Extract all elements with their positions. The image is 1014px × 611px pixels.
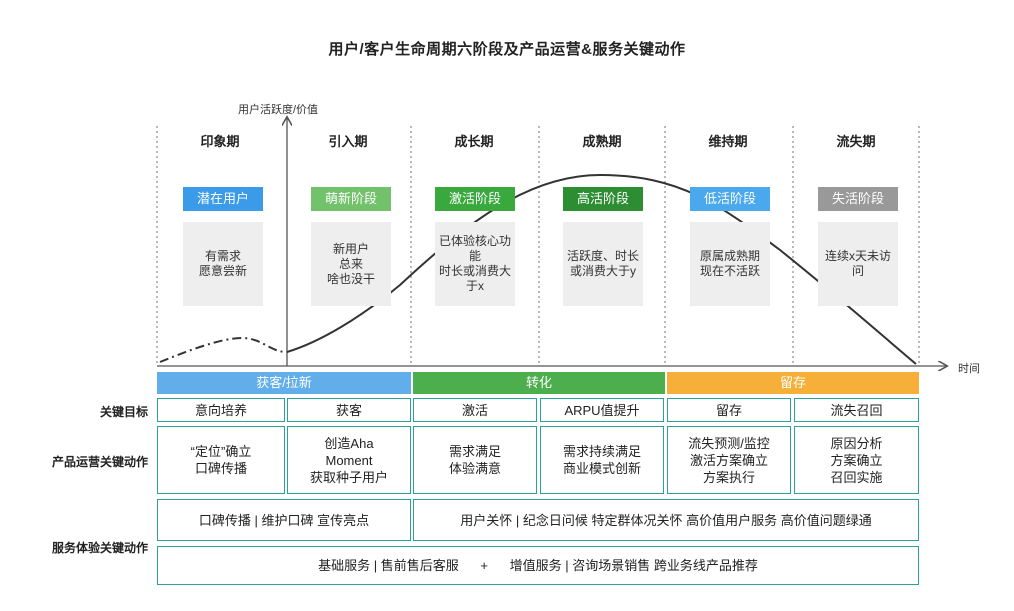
- phase-name-3: 成长期: [454, 134, 494, 149]
- phase-name-2: 引入期: [328, 134, 368, 149]
- stage-tag-low-active: 低活阶段: [690, 187, 770, 211]
- stage-desc-4: 活跃度、时长 或消费大于y: [563, 222, 643, 306]
- band-retention: 留存: [667, 372, 919, 394]
- ops-cell-5: 流失预测/监控 激活方案确立 方案执行: [667, 426, 791, 494]
- goal-cell-4: ARPU值提升: [540, 398, 664, 422]
- phase-name-6: 流失期: [836, 134, 876, 149]
- page-title: 用户/客户生命周期六阶段及产品运营&服务关键动作: [328, 41, 686, 58]
- goal-cell-1: 意向培养: [157, 398, 285, 422]
- ops-cell-3: 需求满足 体验满意: [413, 426, 537, 494]
- service-cell-basic-value-added: 基础服务 | 售前售后客服 + 增值服务 | 咨询场景销售 跨业务线产品推荐: [157, 546, 919, 585]
- phase-name-5: 维持期: [708, 134, 748, 149]
- phase-name-1: 印象期: [200, 134, 240, 149]
- ops-cell-6: 原因分析 方案确立 召回实施: [794, 426, 919, 494]
- stage-tag-newbie: 萌新阶段: [311, 187, 391, 211]
- x-axis-label: 时间: [958, 363, 980, 375]
- goal-cell-2: 获客: [287, 398, 411, 422]
- stage-desc-2: 新用户 总来 啥也没干: [311, 222, 391, 306]
- band-acquisition: 获客/拉新: [157, 372, 411, 394]
- phase-dividers: [156, 126, 920, 366]
- stage-desc-1: 有需求 愿意尝新: [183, 222, 263, 306]
- row-label-goals: 关键目标: [99, 405, 148, 419]
- stage-desc-3: 已体验核心功能 时长或消费大于x: [435, 222, 515, 306]
- stage-tag-inactive: 失活阶段: [818, 187, 898, 211]
- ops-cell-1: “定位”确立 口碑传播: [157, 426, 285, 494]
- row-label-ops: 产品运营关键动作: [51, 455, 148, 469]
- row-label-service: 服务体验关键动作: [51, 541, 148, 555]
- stage-tag-potential: 潜在用户: [183, 187, 263, 211]
- service-cell-user-care: 用户关怀 | 纪念日问候 特定群体况关怀 高价值用户服务 高价值问题绿通: [413, 499, 919, 541]
- phase-name-4: 成熟期: [582, 134, 622, 149]
- stage-desc-5: 原属成熟期 现在不活跃: [690, 222, 770, 306]
- y-axis-label: 用户活跃度/价值: [238, 104, 319, 116]
- stage-desc-6: 连续x天未访问: [818, 222, 898, 306]
- curve-dashed-segment: [159, 336, 288, 363]
- goal-cell-3: 激活: [413, 398, 537, 422]
- service-cell-word-of-mouth: 口碑传播 | 维护口碑 宣传亮点: [157, 499, 411, 541]
- stage-tag-activated: 激活阶段: [435, 187, 515, 211]
- ops-cell-2: 创造Aha Moment 获取种子用户: [287, 426, 411, 494]
- goal-cell-5: 留存: [667, 398, 791, 422]
- stage-tag-high-active: 高活阶段: [563, 187, 643, 211]
- goal-cell-6: 流失召回: [794, 398, 919, 422]
- ops-cell-4: 需求持续满足 商业模式创新: [540, 426, 664, 494]
- band-conversion: 转化: [413, 372, 665, 394]
